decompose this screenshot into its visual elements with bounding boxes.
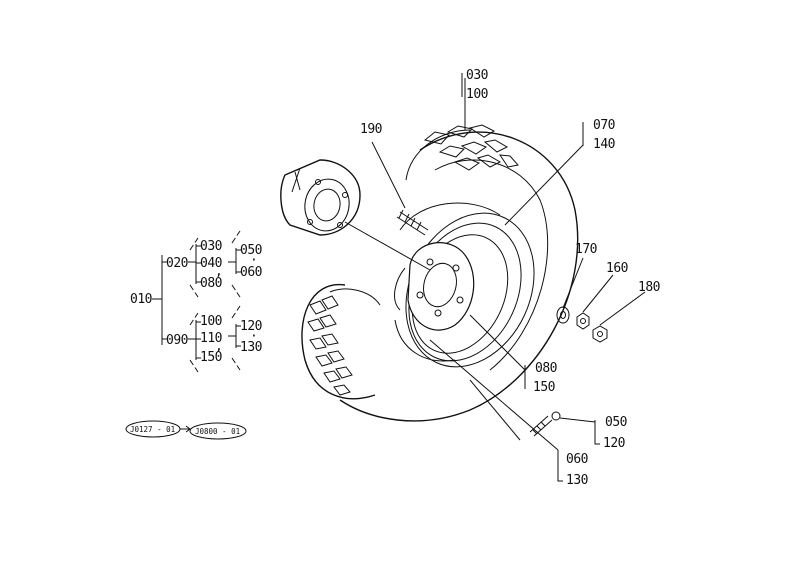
tree-080: 080 [200,276,222,291]
callout-190: 190 [360,122,382,137]
callout-030: 030 [466,68,488,83]
ref-j0127: J0127 - 01 [130,425,175,434]
structure-tree: 010 020 030 040 , 080 050 · 060 090 100 … [130,230,262,373]
callout-150: 150 [533,380,555,395]
tree-100: 100 [200,314,222,329]
tree-060: 060 [240,265,262,280]
tree-110-dot: , [215,339,222,354]
tree-dot-2: · [250,329,257,344]
callout-130: 130 [566,473,588,488]
callouts: 030 100 070 140 190 170 160 180 080 150 … [360,68,660,488]
valve [529,411,561,437]
hub [280,159,361,236]
tree-dot-1: · [250,253,257,268]
callout-170: 170 [575,242,597,257]
callout-120: 120 [603,436,625,451]
tree-040-dot: , [215,264,222,279]
reference-ovals: J0127 - 01 J0800 - 01 [125,420,247,440]
tree-040: 040 [200,256,222,271]
tree-root: 010 [130,292,152,307]
tree-150: 150 [200,350,222,365]
callout-180: 180 [638,280,660,295]
callout-050: 050 [605,415,627,430]
wheel-rim [394,202,535,368]
tree-090: 090 [166,333,188,348]
callout-100: 100 [466,87,488,102]
tree-120: 120 [240,319,262,334]
stud-bolt [396,209,429,236]
tire [301,124,579,422]
callout-080: 080 [535,361,557,376]
callout-070: 070 [593,118,615,133]
washer-nuts [556,306,608,343]
tree-110: 110 [200,331,222,346]
callout-140: 140 [593,137,615,152]
ref-j0800: J0800 - 01 [195,427,240,436]
tree-030: 030 [200,239,222,254]
tree-130: 130 [240,340,262,355]
callout-060: 060 [566,452,588,467]
callout-160: 160 [606,261,628,276]
tree-050: 050 [240,243,262,258]
tree-020: 020 [166,256,188,271]
